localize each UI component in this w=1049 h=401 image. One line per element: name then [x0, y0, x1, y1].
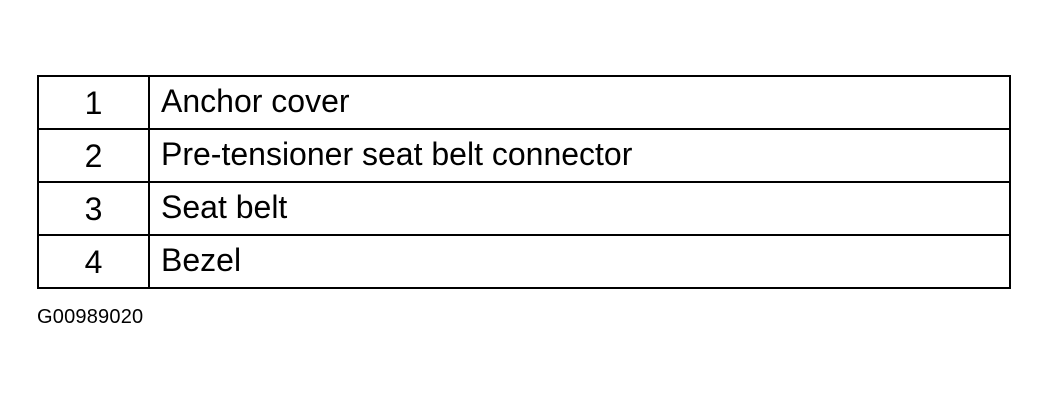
- item-label: Pre-tensioner seat belt connector: [148, 128, 1011, 183]
- item-number: 3: [37, 181, 150, 236]
- item-label: Anchor cover: [148, 75, 1011, 130]
- item-number: 2: [37, 128, 150, 183]
- table-row: 1 Anchor cover: [37, 75, 1011, 130]
- table-row: 3 Seat belt: [37, 181, 1011, 236]
- figure-id: G00989020: [37, 306, 144, 328]
- table-row: 4 Bezel: [37, 234, 1011, 289]
- parts-legend-table: 1 Anchor cover 2 Pre-tensioner seat belt…: [37, 75, 1011, 289]
- item-number: 1: [37, 75, 150, 130]
- item-label: Seat belt: [148, 181, 1011, 236]
- item-label: Bezel: [148, 234, 1011, 289]
- item-number: 4: [37, 234, 150, 289]
- table-row: 2 Pre-tensioner seat belt connector: [37, 128, 1011, 183]
